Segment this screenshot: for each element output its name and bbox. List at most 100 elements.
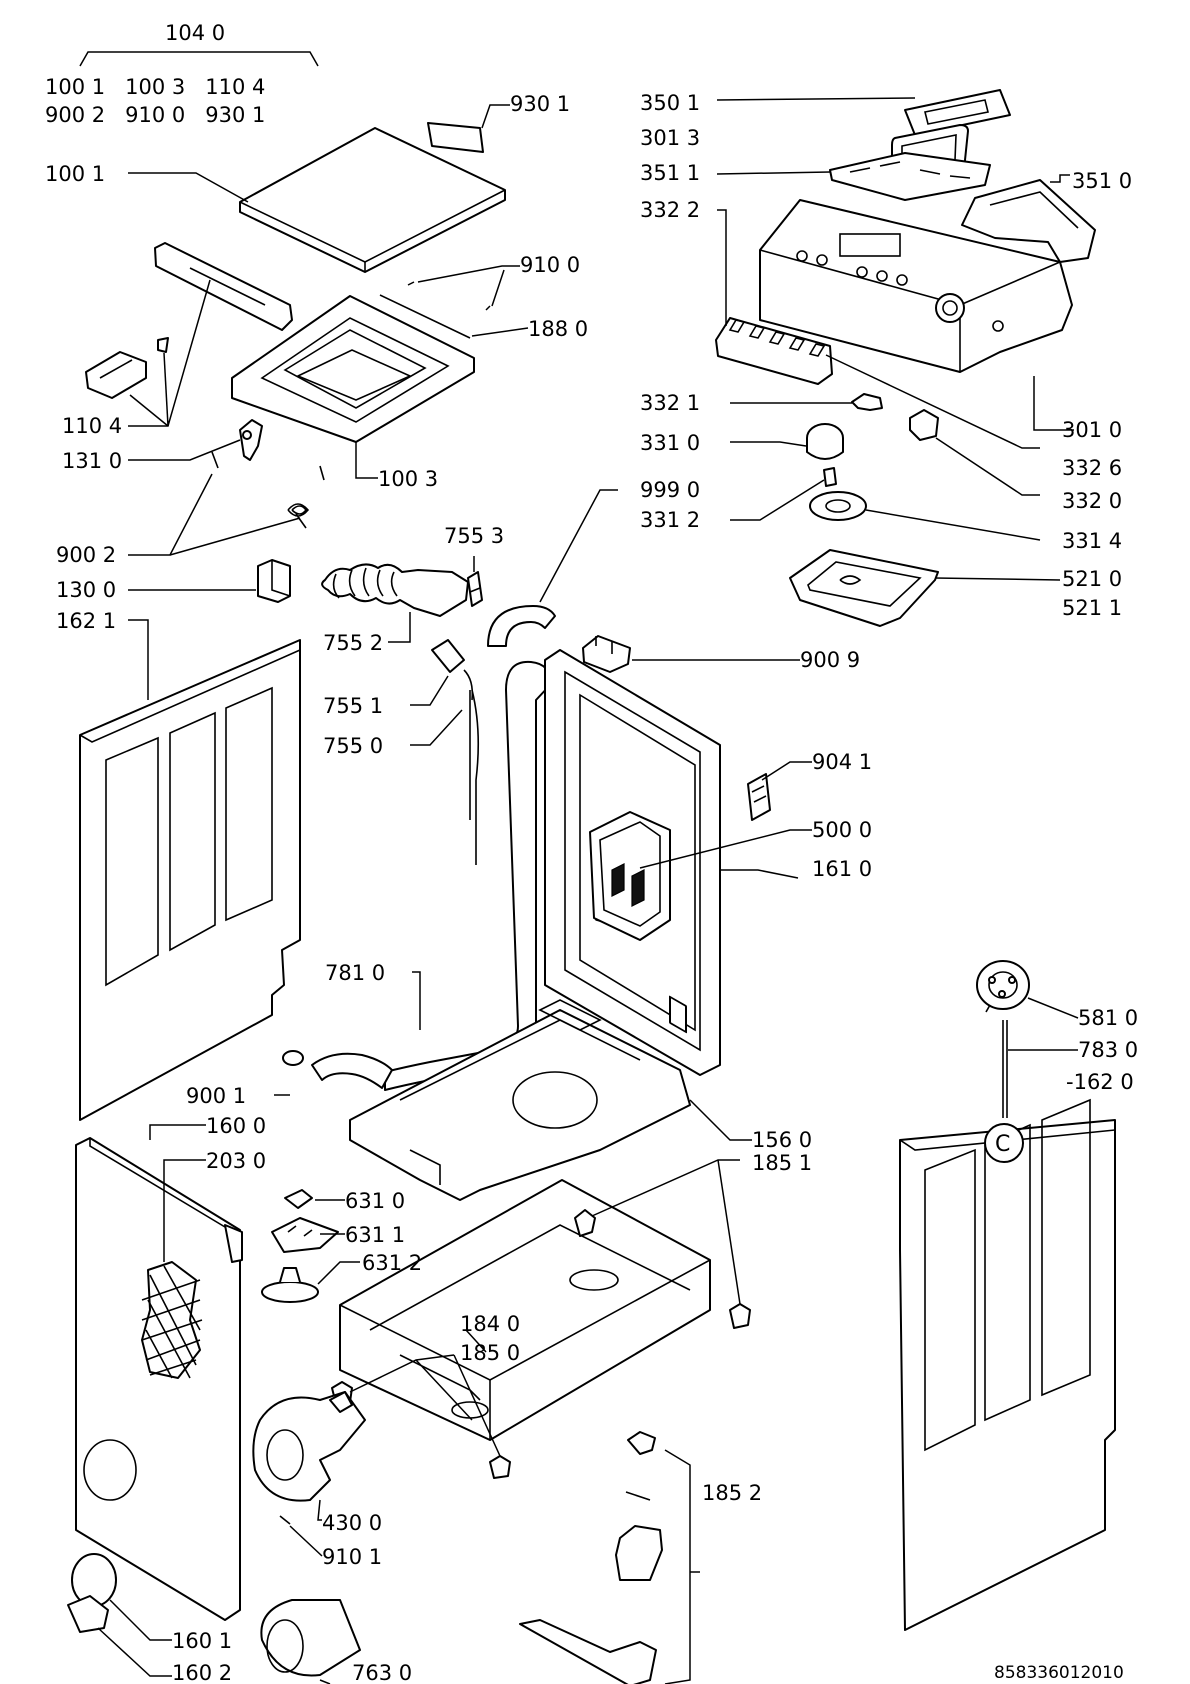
label-332-1: 332 1: [640, 391, 700, 415]
label-162-1: 162 1: [56, 609, 116, 633]
part-631-1-bracket: [271, 1217, 345, 1253]
label-332-0: 332 0: [1062, 489, 1122, 513]
label-188-0: 188 0: [528, 317, 588, 341]
part-162-1-side-panel: [79, 619, 301, 1121]
label-161-0: 161 0: [812, 857, 872, 881]
part-162-0-right-side-panel: [899, 1098, 1116, 1631]
label-130-0: 130 0: [56, 578, 116, 602]
label-100-1: 100 1: [45, 162, 105, 186]
label-904-1: 904 1: [812, 750, 872, 774]
label-500-0: 500 0: [812, 818, 872, 842]
part-999-0-bend: [487, 489, 618, 647]
label-110-4: 110 4: [62, 414, 122, 438]
label-910-0: 910 0: [520, 253, 580, 277]
label-930-1: 930 1: [510, 92, 570, 116]
label-755-1: 755 1: [323, 694, 383, 718]
label-755-2: 755 2: [323, 631, 383, 655]
part-755-2-hose: [321, 563, 469, 643]
label-351-0: 351 0: [1072, 169, 1132, 193]
kit-members-row-1: 100 1 100 3 110 4: [45, 75, 265, 99]
label-351-1: 351 1: [640, 161, 700, 185]
part-631-2-foot: [261, 1261, 360, 1303]
part-131-0-latch: [128, 419, 263, 461]
label-910-1: 910 1: [322, 1545, 382, 1569]
part-631-0-clip: [284, 1189, 345, 1209]
part-755-0-inlet-hose: [410, 689, 480, 865]
label-circle-c: C: [995, 1132, 1010, 1157]
label-900-9: 900 9: [800, 648, 860, 672]
kit-header-label: 104 0: [165, 21, 225, 45]
part-labels: 930 1 100 1 910 0 188 0 110 4 131 0 100 …: [45, 91, 1138, 1684]
label-900-1: 900 1: [186, 1084, 246, 1108]
label-755-3: 755 3: [444, 524, 504, 548]
part-110-4-handle: [85, 242, 293, 427]
part-900-1-plug: [274, 1050, 304, 1096]
label-631-2: 631 2: [362, 1251, 422, 1275]
label-131-0: 131 0: [62, 449, 122, 473]
part-755-1-valve: [410, 639, 474, 706]
label-900-2: 900 2: [56, 543, 116, 567]
part-521-0-dispenser: [789, 549, 1061, 627]
part-203-0-mesh-pad: [141, 1159, 206, 1379]
part-581-0-motor-pulley: [976, 960, 1079, 1019]
label-350-1: 350 1: [640, 91, 700, 115]
label-162-0: -162 0: [1066, 1070, 1134, 1094]
part-331-2-insert: [730, 467, 837, 521]
label-521-0: 521 0: [1062, 567, 1122, 591]
part-160-2-hinge: [67, 1595, 172, 1677]
kit-members-row-2: 900 2 910 0 930 1: [45, 103, 265, 127]
part-350-1-pcb: [716, 89, 1011, 136]
label-763-0: 763 0: [352, 1661, 412, 1684]
part-185-2-group: [519, 1431, 700, 1684]
label-430-0: 430 0: [322, 1511, 382, 1535]
part-332-1-clip: [730, 393, 883, 411]
part-351-1-button-holder: [716, 152, 991, 201]
part-910-1-screw: [279, 1515, 323, 1557]
label-755-0: 755 0: [323, 734, 383, 758]
part-755-3-connector: [467, 556, 483, 607]
part-900-2-spring: [128, 451, 325, 556]
label-185-1: 185 1: [752, 1151, 812, 1175]
label-156-0: 156 0: [752, 1128, 812, 1152]
label-100-3: 100 3: [378, 467, 438, 491]
document-number: 858336012010: [994, 1663, 1124, 1683]
part-156-0-base-tray: [349, 999, 752, 1201]
label-331-2: 331 2: [640, 508, 700, 532]
label-581-0: 581 0: [1078, 1006, 1138, 1030]
part-500-0-pump-unit: [589, 811, 812, 941]
label-160-1: 160 1: [172, 1629, 232, 1653]
part-331-0-knob: [730, 423, 844, 460]
part-900-9-clip: [582, 635, 800, 673]
label-332-6: 332 6: [1062, 456, 1122, 480]
part-301-0-control-console: [759, 199, 1074, 431]
part-763-0-filter: [260, 1599, 361, 1684]
part-100-1-lid: [128, 127, 506, 273]
label-631-0: 631 0: [345, 1189, 405, 1213]
label-331-0: 331 0: [640, 431, 700, 455]
label-184-0: 184 0: [460, 1312, 520, 1336]
kit-bracket: [79, 51, 319, 67]
label-185-0: 185 0: [460, 1341, 520, 1365]
part-160-0-front-panel: [75, 1124, 243, 1621]
label-301-0: 301 0: [1062, 418, 1122, 442]
part-185-0-leads: [349, 1354, 501, 1457]
kit-104-0-group: 104 0 100 1 100 3 110 4 900 2 910 0 930 …: [45, 21, 319, 127]
part-904-1-grommet: [747, 761, 812, 821]
part-184-0-base-frame: [339, 1179, 711, 1441]
part-332-2-key-strip: [715, 209, 833, 385]
circle-c-marker: [984, 1123, 1024, 1163]
part-332-0-switch: [909, 409, 1040, 496]
label-521-1: 521 1: [1062, 596, 1122, 620]
part-130-0-block: [128, 559, 291, 603]
label-332-2: 332 2: [640, 198, 700, 222]
label-631-1: 631 1: [345, 1223, 405, 1247]
part-781-0-drain-hose: [311, 660, 552, 1091]
label-203-0: 203 0: [206, 1149, 266, 1173]
label-160-2: 160 2: [172, 1661, 232, 1684]
part-910-0-pins: [379, 265, 529, 339]
part-430-0-drain-pump: [252, 1391, 366, 1521]
label-331-4: 331 4: [1062, 529, 1122, 553]
part-160-1-cover-disc: [71, 1553, 172, 1641]
part-100-3-top-frame: [231, 295, 475, 479]
